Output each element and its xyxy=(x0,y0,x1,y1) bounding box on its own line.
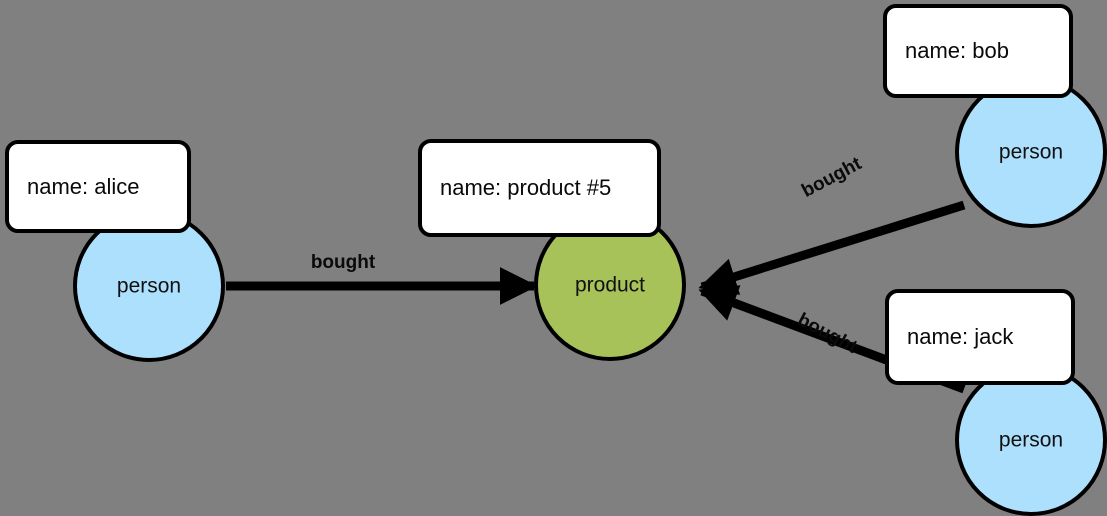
edge-line xyxy=(698,200,966,295)
node-type-label: product xyxy=(575,274,645,297)
node-type-label: person xyxy=(117,275,181,298)
edge-label-bob-bought: bought xyxy=(798,153,865,202)
edge-label-alice-bought: bought xyxy=(311,252,376,273)
node-type-label: person xyxy=(999,429,1063,452)
node-jack[interactable]: person xyxy=(955,364,1107,516)
tooltip-text: name: jack xyxy=(907,324,1014,349)
node-type-label: person xyxy=(999,141,1063,164)
tooltip-text: name: product #5 xyxy=(440,175,612,200)
tooltip-product5: name: product #5 xyxy=(418,139,661,237)
tooltip-alice: name: alice xyxy=(5,140,191,233)
tooltip-text: name: bob xyxy=(905,38,1009,63)
node-alice[interactable]: person xyxy=(73,210,225,362)
tooltip-jack: name: jack xyxy=(885,289,1075,385)
edge-bob-bought-product[interactable] xyxy=(698,200,966,295)
tooltip-bob: name: bob xyxy=(883,4,1073,98)
tooltip-text: name: alice xyxy=(27,173,140,199)
node-bob[interactable]: person xyxy=(955,76,1107,228)
